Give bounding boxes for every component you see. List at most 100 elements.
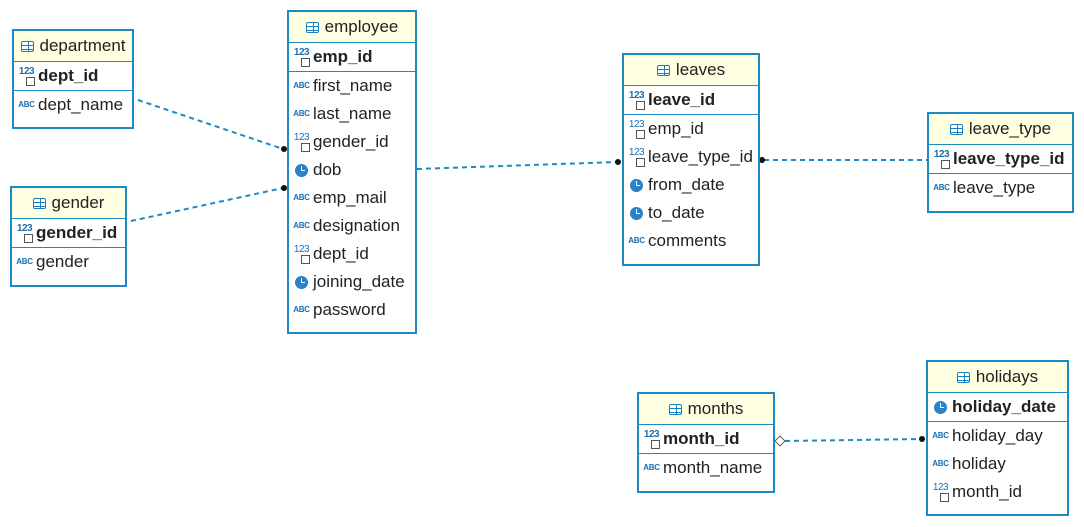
clock-icon — [293, 163, 310, 177]
primary-key-section: holiday_date — [928, 393, 1067, 422]
column[interactable]: joining_date — [289, 268, 415, 296]
column-name: first_name — [313, 76, 393, 95]
table-icon — [668, 403, 682, 415]
numeric-type-icon: 123 — [293, 245, 310, 264]
entity-title: months — [687, 399, 744, 418]
entity-header[interactable]: holidays — [928, 362, 1067, 393]
link-department-employee[interactable] — [137, 99, 284, 150]
numeric-type-icon: 123 — [293, 48, 310, 67]
numeric-type-icon: 123 — [628, 120, 645, 139]
text-type-icon: ABC — [293, 193, 310, 202]
text-type-icon: ABC — [293, 221, 310, 230]
entity-header[interactable]: months — [639, 394, 773, 425]
column[interactable]: dob — [289, 156, 415, 184]
column-name: designation — [313, 216, 400, 235]
numeric-type-icon: 123 — [933, 150, 950, 169]
clock-icon — [628, 178, 645, 192]
numeric-type-icon: 123 — [628, 148, 645, 167]
numeric-type-icon: 123 — [643, 430, 660, 449]
column-name: emp_id — [648, 119, 704, 138]
text-type-icon: ABC — [293, 109, 310, 118]
table-icon — [20, 40, 34, 52]
clock-icon — [932, 400, 949, 414]
table-icon — [949, 123, 963, 135]
link-months-holidays[interactable] — [784, 438, 923, 442]
link-end-diamond — [774, 435, 786, 447]
link-end-dot — [281, 146, 287, 152]
column-name: dept_name — [38, 95, 124, 114]
link-end-dot — [615, 159, 621, 165]
table-icon — [32, 197, 46, 209]
entity-title: leave_type — [968, 119, 1052, 138]
text-type-icon: ABC — [16, 257, 33, 266]
entity-title: employee — [324, 17, 399, 36]
text-type-icon: ABC — [933, 183, 950, 192]
entity-header[interactable]: department — [14, 31, 132, 62]
link-gender-employee[interactable] — [130, 187, 284, 222]
column-name: dept_id — [38, 66, 99, 85]
column[interactable]: to_date — [624, 199, 758, 227]
numeric-type-icon: 123 — [628, 91, 645, 110]
numeric-type-icon: 123 — [293, 133, 310, 152]
text-type-icon: ABC — [643, 463, 660, 472]
entity-header[interactable]: leave_type — [929, 114, 1072, 145]
text-type-icon: ABC — [628, 236, 645, 245]
column-name: emp_mail — [313, 188, 387, 207]
column-name: gender_id — [313, 132, 389, 151]
column[interactable]: from_date — [624, 171, 758, 199]
table-icon — [305, 21, 319, 33]
text-type-icon: ABC — [293, 305, 310, 314]
entity-header[interactable]: employee — [289, 12, 415, 43]
entity-header[interactable]: gender — [12, 188, 125, 219]
link-employee-leaves[interactable] — [416, 161, 618, 170]
column-name: comments — [648, 231, 727, 250]
primary-key-column[interactable]: holiday_date — [928, 393, 1067, 421]
column-name: from_date — [648, 175, 725, 194]
entity-title: gender — [51, 193, 105, 212]
column-name: holiday_date — [952, 397, 1056, 416]
link-end-dot — [919, 436, 925, 442]
entity-header[interactable]: leaves — [624, 55, 758, 86]
column-name: gender — [36, 252, 89, 271]
column-name: password — [313, 300, 386, 319]
